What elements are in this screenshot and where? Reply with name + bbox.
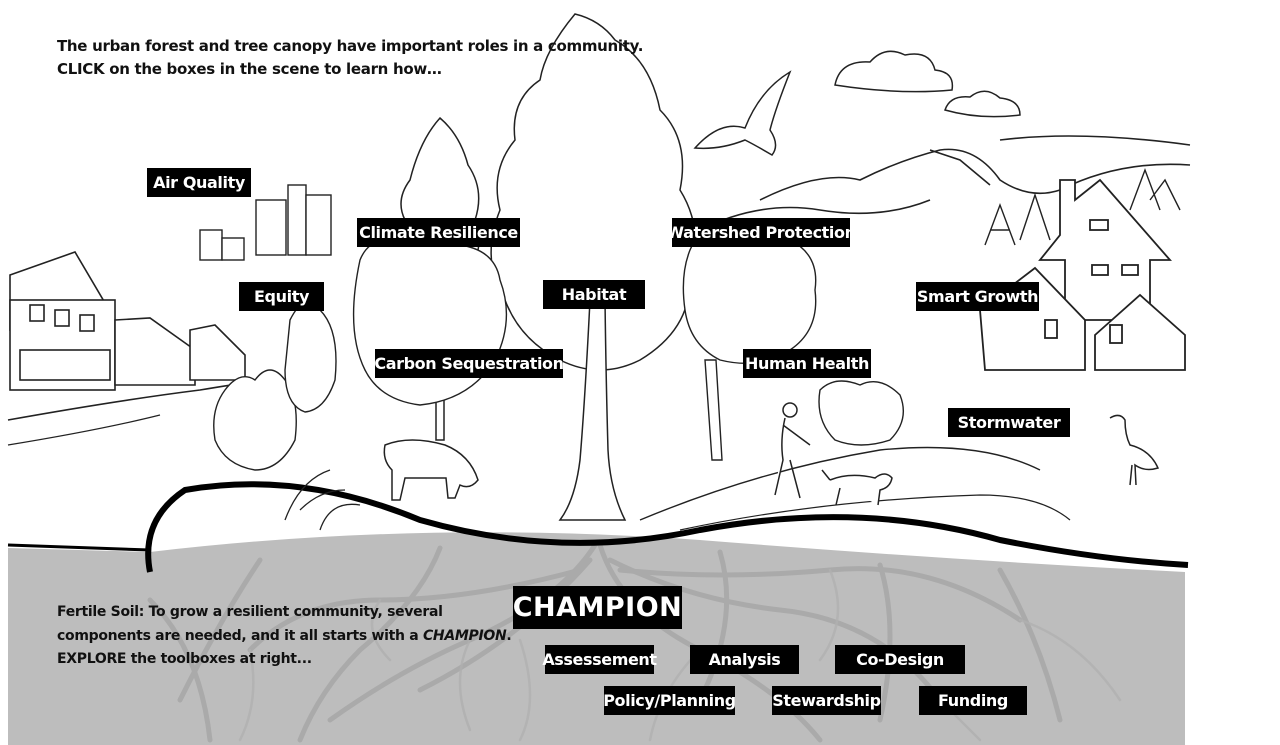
soil-description: Fertile Soil: To grow a resilient commun… — [57, 601, 527, 672]
ferns — [284, 469, 361, 531]
houses-left — [9, 251, 246, 391]
clouds — [834, 50, 1021, 118]
funding-box[interactable]: Funding — [919, 686, 1027, 715]
smart-growth-box[interactable]: Smart Growth — [916, 282, 1039, 311]
stormwater-box[interactable]: Stormwater — [948, 408, 1070, 437]
stewardship-box[interactable]: Stewardship — [772, 686, 881, 715]
soil-band — [8, 532, 1185, 745]
intro-line-1: The urban forest and tree canopy have im… — [57, 37, 644, 55]
soil-line-2-champion: CHAMPION — [422, 627, 507, 644]
tree-cluster-right — [682, 225, 904, 461]
walking-path — [639, 446, 1041, 521]
human-health-box[interactable]: Human Health — [743, 349, 871, 378]
air-quality-box[interactable]: Air Quality — [147, 168, 251, 197]
carbon-sequestration-box[interactable]: Carbon Sequestration — [374, 349, 564, 378]
city-buildings — [199, 184, 332, 261]
dog — [821, 469, 893, 506]
intro-text: The urban forest and tree canopy have im… — [57, 35, 644, 81]
soil-line-2-pre: components are needed, and it all starts… — [57, 627, 423, 644]
equity-box[interactable]: Equity — [239, 282, 324, 311]
soil-line-1: Fertile Soil: To grow a resilient commun… — [57, 604, 443, 620]
policy-planning-box[interactable]: Policy/Planning — [603, 686, 736, 715]
assessment-box[interactable]: Assessement — [542, 645, 657, 674]
habitat-box[interactable]: Habitat — [543, 280, 645, 309]
woman-walking — [774, 402, 811, 499]
soil-line-2-post: . — [506, 627, 512, 644]
co-design-box[interactable]: Co-Design — [835, 645, 965, 674]
deer — [383, 439, 479, 501]
ground-edge — [145, 481, 1189, 573]
intro-line-2: CLICK on the boxes in the scene to learn… — [57, 60, 442, 78]
watershed-protection-box[interactable]: Watershed Protection — [666, 218, 856, 247]
soil-line-3: EXPLORE the toolboxes at right... — [57, 651, 312, 667]
climate-resilience-box[interactable]: Climate Resilience — [357, 218, 520, 247]
heron — [1109, 414, 1160, 486]
champion-box[interactable]: CHAMPION — [513, 586, 682, 629]
conifers-right — [984, 168, 1181, 246]
mountains — [699, 135, 1191, 231]
hawk — [693, 70, 792, 156]
analysis-box[interactable]: Analysis — [690, 645, 799, 674]
central-tree — [490, 13, 697, 521]
houses-right — [979, 178, 1186, 371]
